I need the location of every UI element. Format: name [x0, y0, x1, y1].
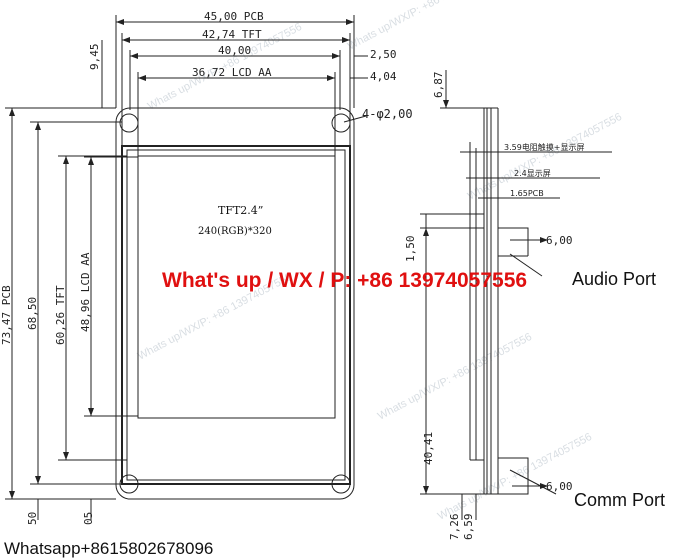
- dim-offset-4-04: 4,04: [370, 70, 397, 83]
- front-arrows: [9, 19, 354, 499]
- front-view: [5, 15, 368, 520]
- dim-bottom-05: 05: [82, 512, 95, 525]
- contact-banner: What's up / WX / P: +86 13974057556: [162, 269, 527, 292]
- side-arrows: [423, 100, 548, 494]
- watermark-text: Whats up/WX/P: +86 13974057556: [376, 331, 534, 423]
- dim-height-pcb: 73,47 PCB: [0, 285, 13, 345]
- dim-side-40-41: 40,41: [422, 432, 435, 465]
- panel-title: TFT2.4”: [218, 204, 263, 217]
- dim-height-68-50: 68,50: [26, 297, 39, 330]
- dim-height-lcd-aa: 48,96 LCD AA: [79, 252, 92, 332]
- comm-port-label: Comm Port: [574, 490, 665, 510]
- dim-hole-diameter: 4-φ2,00: [362, 107, 413, 121]
- mounting-hole: [119, 113, 139, 133]
- dim-side-6-87: 6,87: [432, 72, 445, 99]
- side-view: [420, 70, 612, 520]
- lcd-active-area: [137, 155, 336, 419]
- dim-side-6-00-top: 6,00: [546, 234, 573, 247]
- dim-width-tft: 42,74 TFT: [202, 28, 262, 41]
- watermark-text: Whats up/WX/P: +86 13974057556: [346, 0, 504, 53]
- tft-outline: [121, 145, 351, 485]
- dim-side-6-00-bottom: 6,00: [546, 480, 573, 493]
- dim-side-6-59: 6,59: [462, 514, 475, 541]
- audio-port-label: Audio Port: [572, 269, 656, 289]
- watermark-text: Whats up/WX/P: +86 13974057556: [466, 111, 624, 203]
- mounting-hole: [331, 474, 351, 494]
- tft-inner-outline: [126, 149, 346, 481]
- dim-offset-9-45: 9,45: [88, 44, 101, 71]
- dim-width-pcb: 45,00 PCB: [204, 10, 264, 23]
- panel-resolution: 240(RGB)*320: [198, 226, 272, 237]
- footer-whatsapp: Whatsapp+8615802678096: [4, 539, 213, 558]
- dim-height-tft: 60,26 TFT: [54, 285, 67, 345]
- callout-total-thickness: 3.59电阻触摸+显示屏: [504, 142, 585, 152]
- callout-display-thickness: 2.4显示屏: [514, 169, 551, 178]
- dim-side-1-50: 1,50: [404, 236, 417, 263]
- callout-pcb-thickness: 1.65PCB: [510, 189, 544, 198]
- dim-bottom-50: 50: [26, 512, 39, 525]
- dim-side-7-26: 7,26: [448, 514, 461, 541]
- dim-width-glass: 40,00: [218, 44, 251, 57]
- dim-offset-2-50: 2,50: [370, 48, 397, 61]
- pcb-outline: [115, 107, 355, 500]
- dim-width-lcd-aa: 36,72 LCD AA: [192, 66, 272, 79]
- watermark-text: Whats up/WX/P: +86 13974057556: [436, 431, 594, 523]
